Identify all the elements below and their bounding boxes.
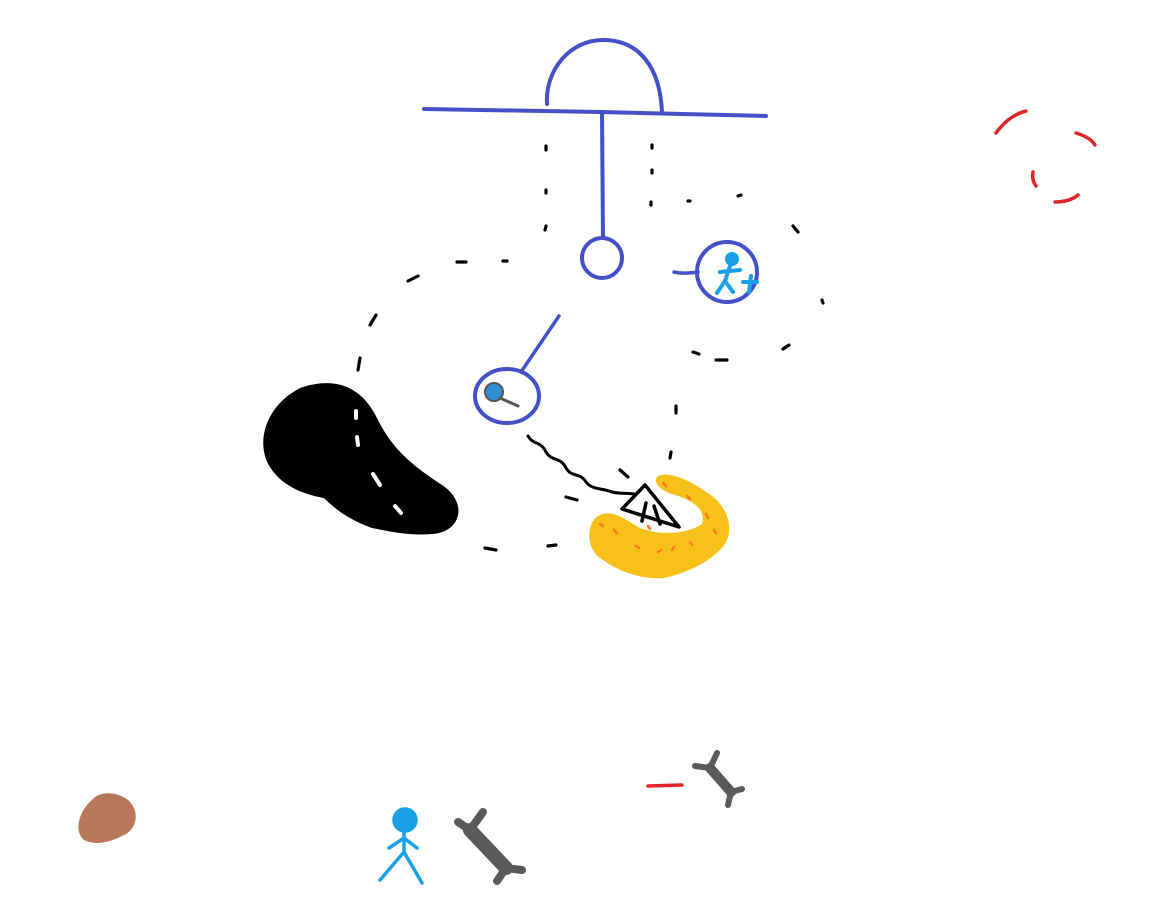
horizontal-bar xyxy=(422,107,768,118)
gray-wrench-small xyxy=(692,750,745,808)
black-road-blob xyxy=(263,383,459,535)
tent-icon xyxy=(620,483,681,529)
gold-blob xyxy=(589,474,730,579)
dome-shape xyxy=(544,38,664,114)
brown-blob xyxy=(78,793,136,843)
magnifier-in-circle-icon xyxy=(473,314,561,425)
dome-post-structure xyxy=(422,38,768,240)
gray-wrench-large xyxy=(454,808,526,885)
vertical-post xyxy=(600,112,605,240)
red-dashed-circle xyxy=(994,109,1097,204)
hanging-ring xyxy=(580,236,624,280)
person-icon xyxy=(378,807,424,885)
person-in-circle-icon xyxy=(672,240,759,304)
red-dash xyxy=(646,783,684,788)
dotted-loop-path xyxy=(356,143,825,552)
wavy-line xyxy=(526,434,636,496)
